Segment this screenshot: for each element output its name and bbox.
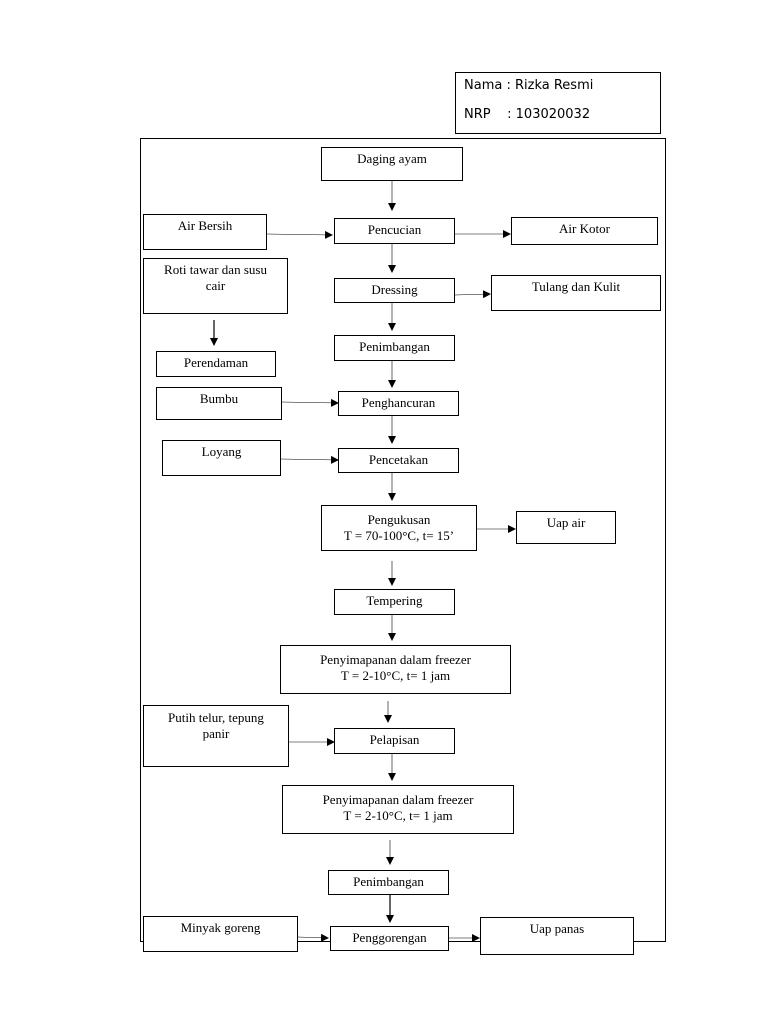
step-penimbangan-2: Penimbangan	[328, 870, 449, 895]
output-label: Tulang dan Kulit	[531, 279, 621, 294]
step-condition: T = 2-10°C, t= 1 jam	[340, 668, 451, 683]
student-info-box: Nama : Rizka Resmi NRP : 103020032	[455, 72, 661, 134]
step-label: Pelapisan	[369, 732, 420, 747]
step-label: Penghancuran	[361, 395, 436, 410]
step-penghancuran: Penghancuran	[338, 391, 459, 416]
input-roti-susu: Roti tawar dan susu cair	[143, 258, 288, 314]
name-value: : Rizka Resmi	[506, 78, 594, 93]
step-pengukusan: Pengukusan T = 70-100°C, t= 15’	[321, 505, 477, 551]
output-tulang-kulit: Tulang dan Kulit	[491, 275, 661, 311]
input-label: Loyang	[201, 444, 242, 459]
step-label: Penimbangan	[359, 339, 430, 354]
step-condition: T = 2-10°C, t= 1 jam	[343, 808, 453, 823]
step-freezer-2: Penyimapanan dalam freezer T = 2-10°C, t…	[282, 785, 514, 834]
step-tempering: Tempering	[334, 589, 455, 615]
step-label: Pencetakan	[368, 452, 429, 467]
step-label: Pencucian	[367, 222, 422, 237]
step-label: Dressing	[371, 282, 418, 297]
output-label: Air Kotor	[559, 221, 610, 236]
nrp-label: NRP	[464, 107, 491, 122]
output-label: Uap air	[546, 515, 586, 530]
step-label: Penggorengan	[352, 930, 427, 945]
step-label: Daging ayam	[357, 151, 427, 166]
output-label: Uap panas	[529, 921, 585, 936]
input-minyak-goreng: Minyak goreng	[143, 916, 298, 952]
nrp-row: NRP : 103020032	[464, 107, 590, 122]
output-uap-panas: Uap panas	[480, 917, 634, 955]
arrow-minyak-penggorengan	[297, 933, 329, 942]
arrow-dressing-tulang	[454, 290, 491, 299]
arrow-bumbu-penghancuran	[281, 398, 339, 407]
input-label: Roti tawar dan susu cair	[164, 262, 267, 293]
input-perendaman: Perendaman	[156, 351, 276, 377]
input-putih-telur: Putih telur, tepung panir	[143, 705, 289, 767]
step-label: Penyimapanan dalam freezer	[320, 652, 471, 667]
step-pencetakan: Pencetakan	[338, 448, 459, 473]
step-dressing: Dressing	[334, 278, 455, 303]
nrp-value: : 103020032	[507, 107, 591, 122]
step-pencucian: Pencucian	[334, 218, 455, 244]
step-label: Penimbangan	[353, 874, 424, 889]
arrow-loyang-pencetakan	[280, 455, 339, 464]
step-penimbangan-1: Penimbangan	[334, 335, 455, 361]
step-daging-ayam: Daging ayam	[321, 147, 463, 181]
name-label: Nama	[464, 78, 503, 93]
arrow-airbersih-pencucian	[266, 230, 333, 239]
step-label: Penyimapanan dalam freezer	[322, 792, 474, 807]
step-label: Tempering	[366, 593, 423, 608]
input-label: Perendaman	[183, 355, 249, 370]
input-bumbu: Bumbu	[156, 387, 282, 420]
name-row: Nama : Rizka Resmi	[464, 78, 593, 93]
step-penggorengan: Penggorengan	[330, 926, 449, 951]
input-loyang: Loyang	[162, 440, 281, 476]
step-condition: T = 70-100°C, t= 15’	[343, 528, 455, 543]
input-label: Putih telur, tepung panir	[168, 710, 264, 741]
step-label: Pengukusan	[367, 512, 431, 527]
input-label: Minyak goreng	[180, 920, 261, 935]
step-freezer-1: Penyimapanan dalam freezer T = 2-10°C, t…	[280, 645, 511, 694]
input-air-bersih: Air Bersih	[143, 214, 267, 250]
output-uap-air: Uap air	[516, 511, 616, 544]
input-label: Bumbu	[199, 391, 239, 406]
input-label: Air Bersih	[177, 218, 233, 233]
step-pelapisan: Pelapisan	[334, 728, 455, 754]
output-air-kotor: Air Kotor	[511, 217, 658, 245]
